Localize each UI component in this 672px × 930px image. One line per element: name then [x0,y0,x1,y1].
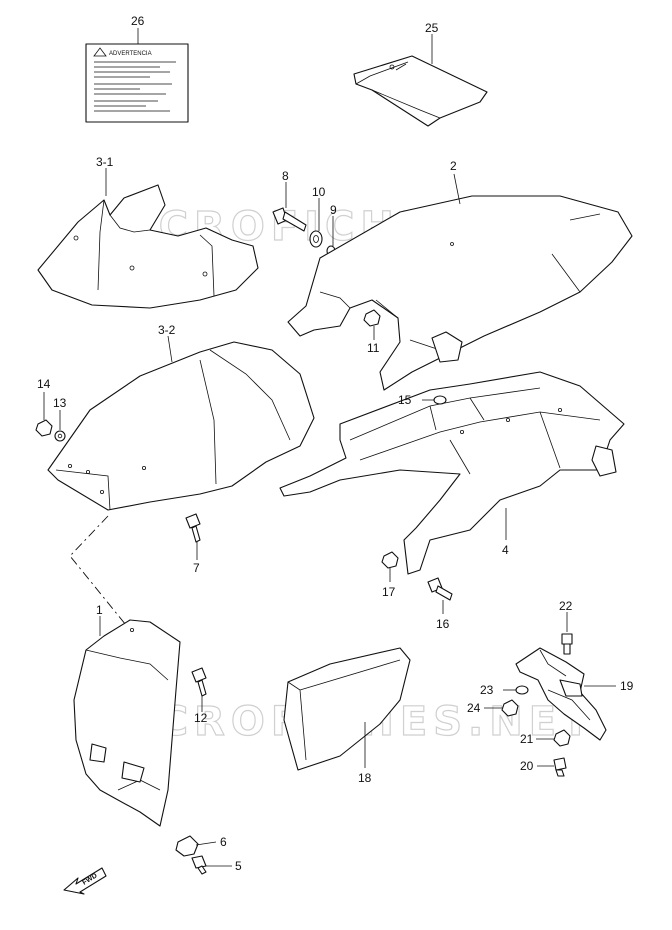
part-6-nut[interactable] [175,835,199,857]
part-23-washer[interactable] [515,685,529,695]
part-14-nut[interactable] [35,419,53,437]
callout-15: 15 [398,393,412,407]
part-3-1-fender-front[interactable] [37,184,259,309]
part-20-bolt[interactable] [553,757,567,777]
callout-21: 21 [520,732,534,746]
part-12-bolt[interactable] [191,667,207,697]
callout-8: 8 [282,169,289,183]
warning-label-heading: ADVERTENCIA [109,51,152,57]
callout-26: 26 [131,14,145,28]
callout-13: 13 [53,396,67,410]
part-19-bracket[interactable] [515,647,607,741]
part-3-2-fender-extension[interactable] [47,341,315,511]
part-7-bolt[interactable] [185,513,201,543]
callout-17: 17 [382,585,396,599]
callout-labels: 26 25 3-1 8 10 9 2 11 3-2 14 13 15 7 4 1… [37,14,634,873]
leader-lines [43,28,616,867]
part-5-bolt[interactable] [191,855,207,875]
callout-23: 23 [480,683,494,697]
callout-9: 9 [330,203,337,217]
part-17-nut[interactable] [381,551,399,569]
part-4-rear-frame[interactable] [279,371,625,575]
part-2-rear-fender[interactable] [287,195,633,391]
callout-19: 19 [620,679,634,693]
routing-line [69,515,131,631]
part-8-bolt[interactable] [272,207,307,232]
callout-22: 22 [559,599,573,613]
callout-12: 12 [194,711,208,725]
fwd-arrow-icon: FWD [63,867,107,895]
callout-1: 1 [96,603,103,617]
callout-14: 14 [37,377,51,391]
callout-4: 4 [502,543,509,557]
callout-20: 20 [520,759,534,773]
callout-25: 25 [425,21,439,35]
callout-16: 16 [436,617,450,631]
part-1-inner-fender[interactable] [73,619,181,827]
callout-10: 10 [312,185,326,199]
part-11-nut[interactable] [363,309,381,327]
part-16-bolt[interactable] [427,577,453,601]
callout-6: 6 [220,835,227,849]
callout-7: 7 [193,561,200,575]
part-21-nut[interactable] [553,729,571,747]
part-25-pad[interactable] [353,55,488,127]
part-26-warning-label[interactable]: ADVERTENCIA [85,43,189,123]
part-24-nut[interactable] [501,699,519,717]
part-15-clip[interactable] [433,395,447,405]
callout-3-2: 3-2 [158,323,176,337]
part-22-bolt[interactable] [561,633,573,655]
part-10-collar[interactable] [309,230,323,248]
callout-3-1: 3-1 [96,155,114,169]
callout-11: 11 [367,341,380,355]
callout-2: 2 [450,159,457,173]
callout-18: 18 [358,771,372,785]
part-18-cover[interactable] [283,647,411,771]
part-13-washer[interactable] [54,430,66,442]
callout-5: 5 [235,859,242,873]
callout-24: 24 [467,701,481,715]
